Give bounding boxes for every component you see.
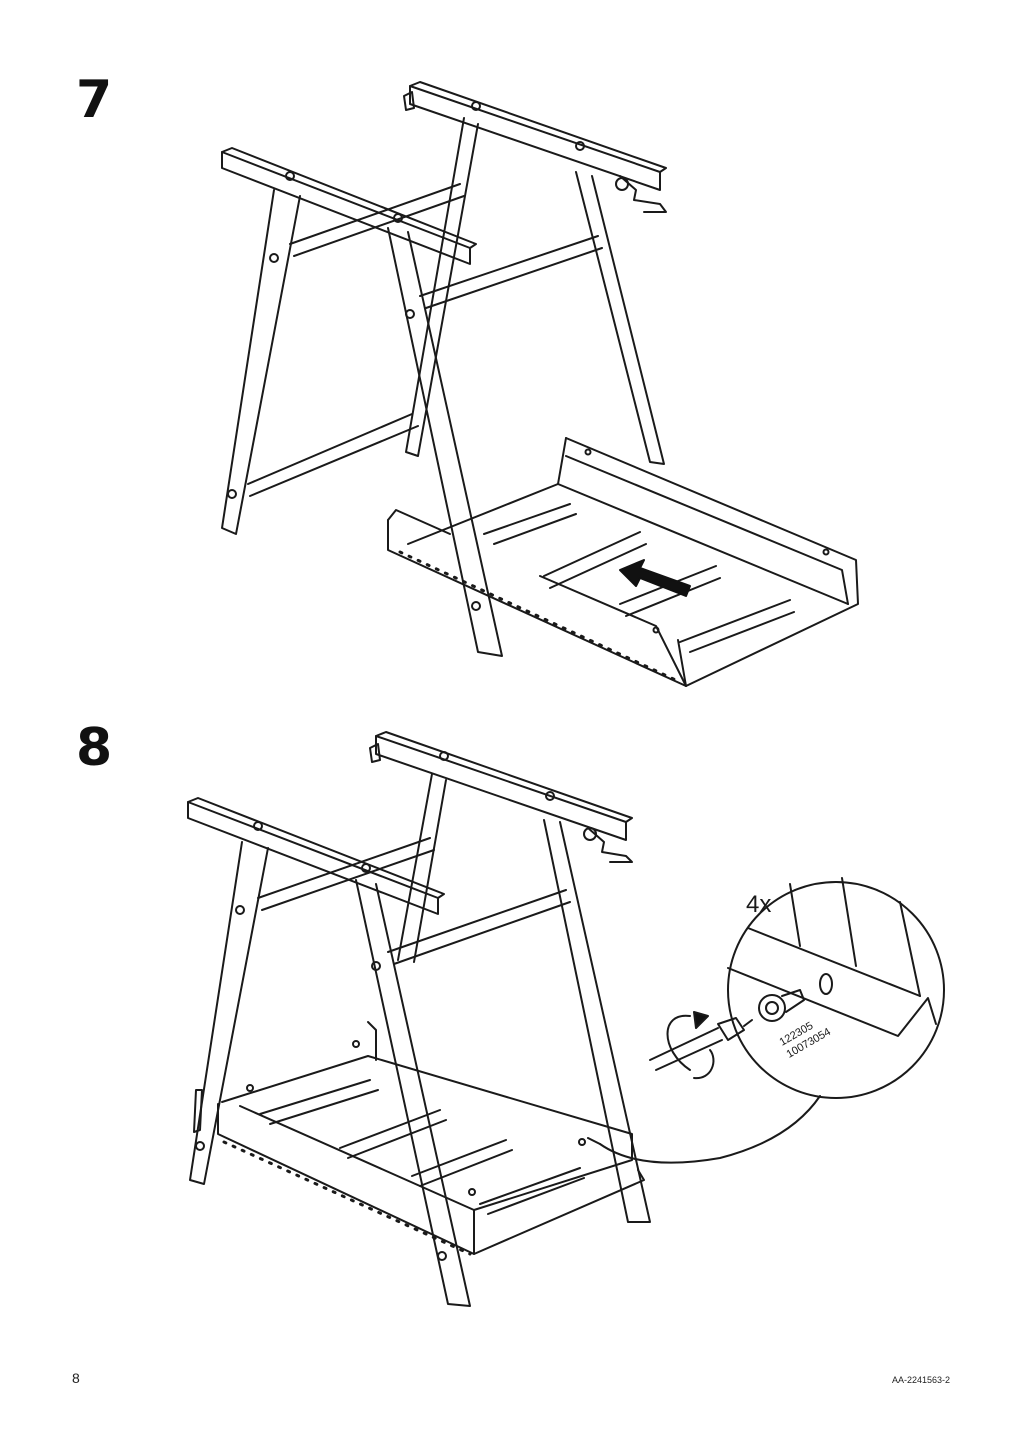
step-7-number: 7	[76, 70, 113, 130]
screw-icon	[246, 1040, 586, 1196]
page-number: 8	[72, 1370, 80, 1386]
screwdriver-icon	[649, 1011, 753, 1080]
step-7-tray	[387, 437, 859, 687]
document-code: AA-2241563-2	[891, 1375, 950, 1385]
step-8-number: 8	[76, 718, 113, 778]
step-8-tray	[193, 1021, 645, 1256]
push-arrow	[619, 559, 691, 597]
step-7-trestle	[221, 81, 859, 687]
detail-callout	[587, 877, 945, 1164]
step-8-trestle	[187, 731, 651, 1307]
quantity-label: 4x	[746, 891, 771, 918]
